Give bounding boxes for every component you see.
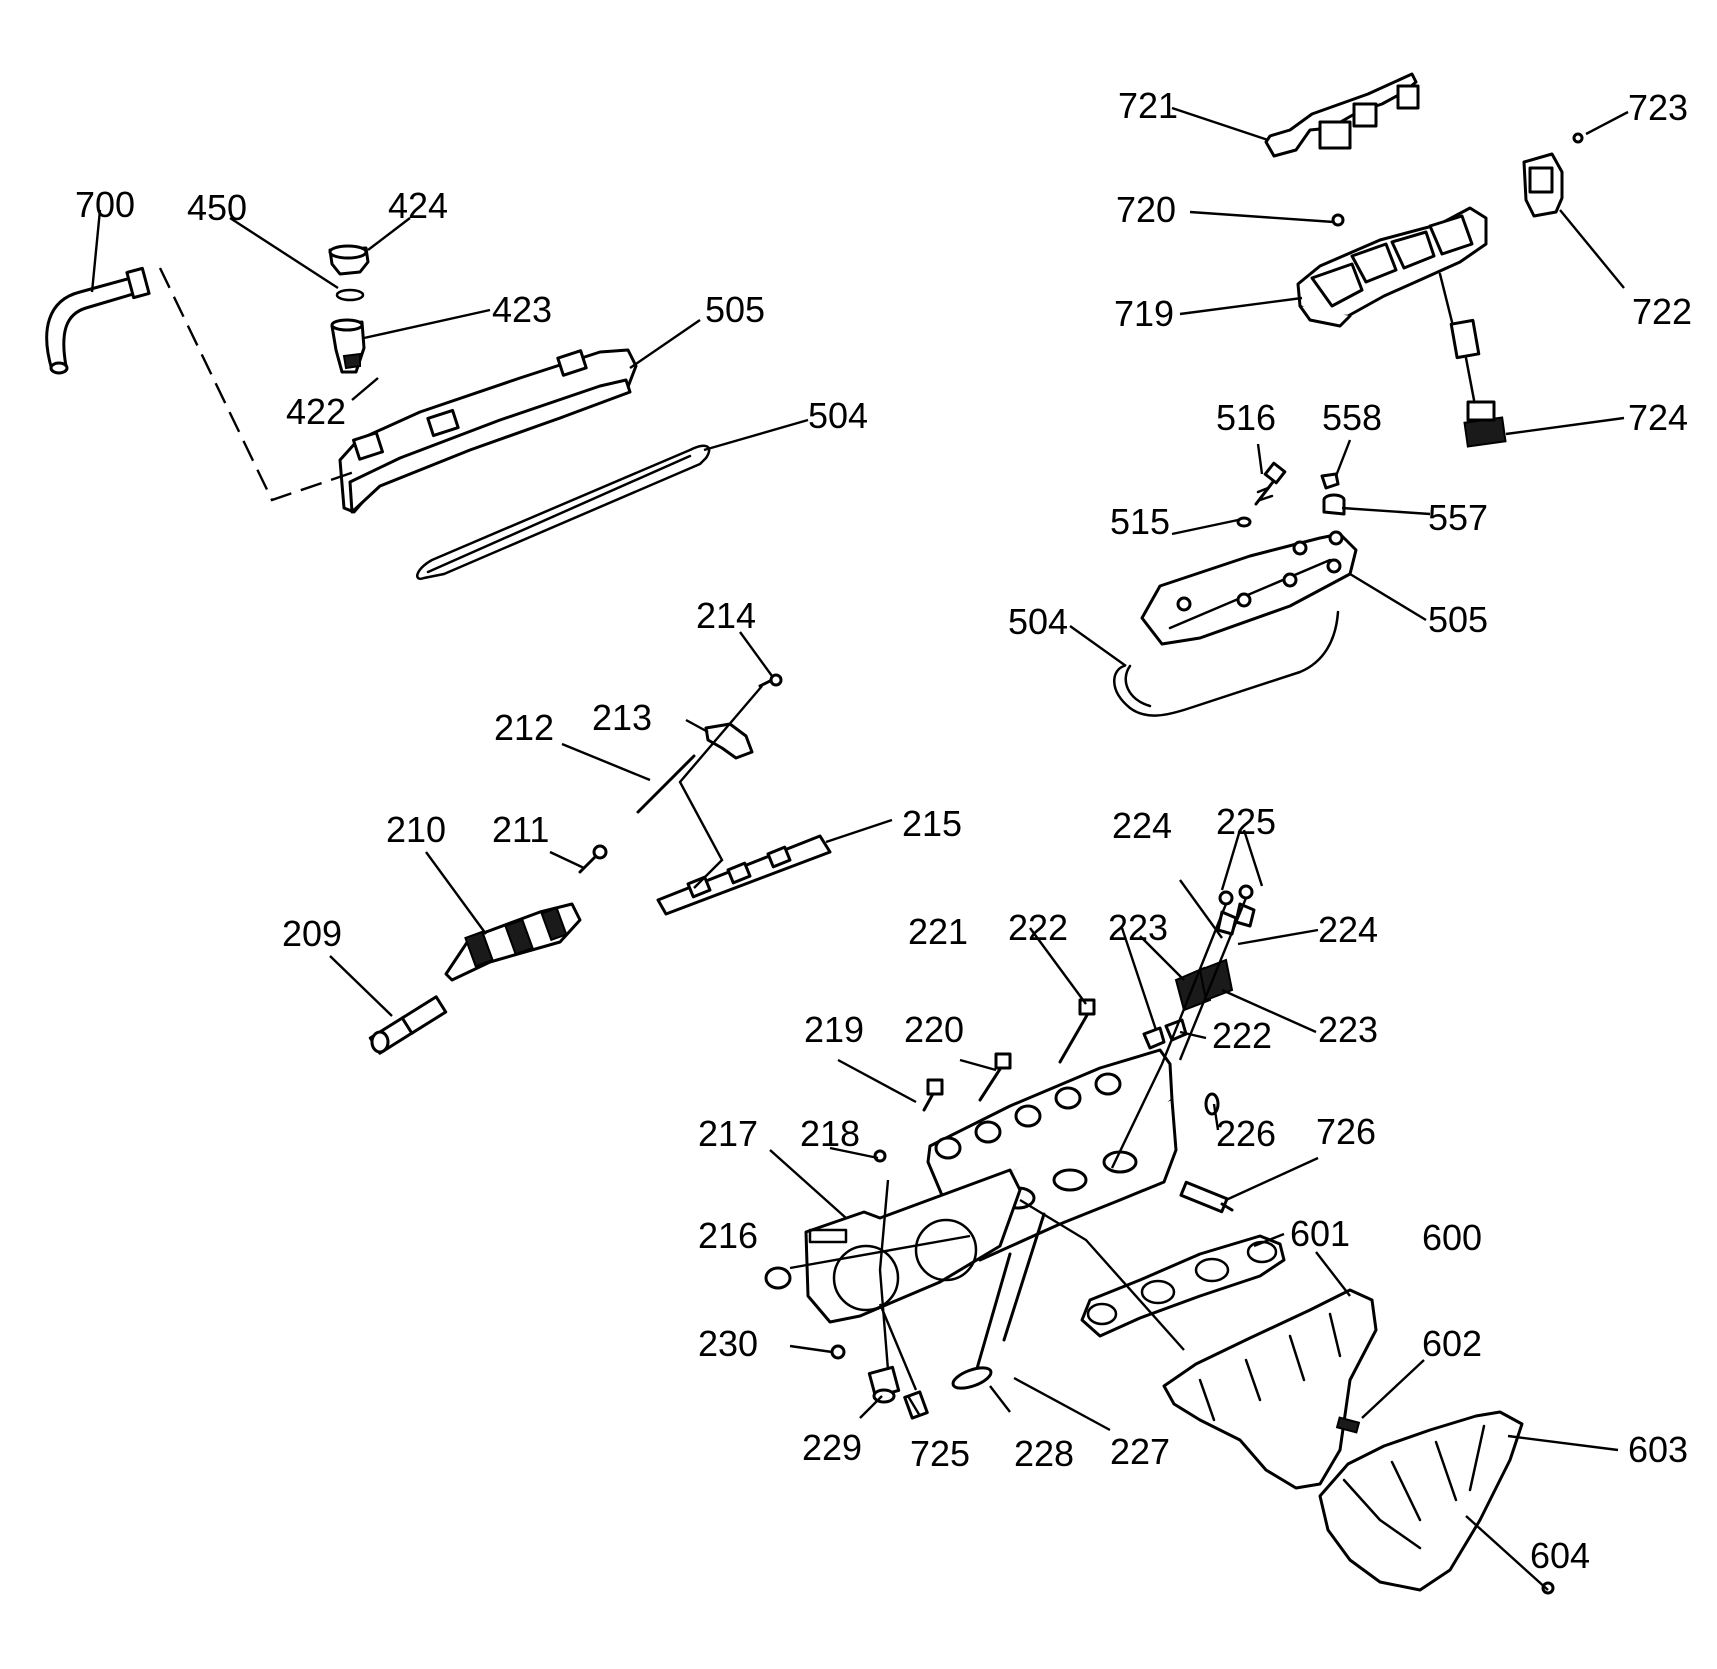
callout-210: 210: [386, 809, 446, 850]
callout-223-upper: 223: [1108, 907, 1168, 948]
callout-214: 214: [696, 595, 756, 636]
callout-labels: 700 450 424 423 422 505 504 721 723 720 …: [75, 85, 1692, 1576]
valve-cover-505-right: [1140, 530, 1358, 646]
valve-cover-gasket-504-right: [1113, 610, 1340, 717]
stud-602: [1335, 1416, 1361, 1434]
lifter-guide-210: [444, 902, 582, 982]
ignition-coil-722: [1522, 152, 1564, 218]
callout-229: 229: [802, 1427, 862, 1468]
callout-227: 227: [1110, 1431, 1170, 1472]
callout-604: 604: [1530, 1535, 1590, 1576]
callout-504-right: 504: [1008, 601, 1068, 642]
sensor-229: [867, 1365, 901, 1404]
callout-723: 723: [1628, 87, 1688, 128]
exhaust-gasket-601: [1080, 1234, 1286, 1338]
callout-213: 213: [592, 697, 652, 738]
callout-558: 558: [1322, 397, 1382, 438]
callout-424: 424: [388, 185, 448, 226]
rocker-arm-213: [704, 722, 754, 760]
callout-216: 216: [698, 1215, 758, 1256]
gasket-inner-line-left: [426, 454, 692, 574]
callout-211: 211: [492, 809, 549, 850]
ignition-harness-721: [1264, 72, 1420, 158]
cap-558: [1320, 472, 1340, 490]
callout-226: 226: [1216, 1113, 1276, 1154]
dowel-218: [873, 1149, 887, 1163]
bolt-723: [1572, 132, 1584, 144]
valve-cover-gasket-504-left: [416, 444, 711, 581]
callout-217: 217: [698, 1113, 758, 1154]
bolt-220-head: [994, 1052, 1012, 1070]
sensor-725: [903, 1390, 929, 1420]
valve-228: [951, 1252, 1012, 1390]
sensor-726: [1179, 1180, 1234, 1214]
callout-450: 450: [187, 187, 247, 228]
callout-223-lower: 223: [1318, 1009, 1378, 1050]
pushrod-212: [636, 754, 696, 814]
grommet-557: [1322, 493, 1346, 516]
callout-557: 557: [1428, 497, 1488, 538]
callout-516: 516: [1216, 397, 1276, 438]
callout-700: 700: [75, 184, 135, 225]
oil-fill-tube-423: [330, 318, 366, 374]
callout-602: 602: [1422, 1323, 1482, 1364]
callout-218: 218: [800, 1113, 860, 1154]
bolt-221-head: [1078, 998, 1096, 1016]
callout-515: 515: [1110, 501, 1170, 542]
callout-423: 423: [492, 289, 552, 330]
callout-224-lower: 224: [1318, 909, 1378, 950]
callout-725: 725: [910, 1433, 970, 1474]
plug-230: [830, 1344, 846, 1360]
leader-lines: [90, 106, 1629, 1591]
plug-216: [764, 1266, 792, 1290]
callout-720: 720: [1116, 189, 1176, 230]
callout-215: 215: [902, 803, 962, 844]
callout-209: 209: [282, 913, 342, 954]
bolt-214: [758, 673, 783, 688]
bolt-516: [1254, 461, 1287, 506]
bolt-604: [1541, 1581, 1555, 1595]
callout-230: 230: [698, 1323, 758, 1364]
callout-504-left: 504: [808, 395, 868, 436]
callout-724: 724: [1628, 397, 1688, 438]
rocker-support-215: [656, 834, 832, 916]
bolt-219-head: [926, 1078, 944, 1096]
oil-fill-cap-424: [328, 244, 370, 276]
o-ring-450: [335, 288, 365, 302]
callout-224-upper: 224: [1112, 805, 1172, 846]
callout-726: 726: [1316, 1111, 1376, 1152]
bolt-221: [1058, 1008, 1092, 1064]
pcv-hose-700: [45, 266, 151, 375]
callout-221: 221: [908, 911, 968, 952]
callout-220: 220: [904, 1009, 964, 1050]
callout-222-upper: 222: [1008, 907, 1068, 948]
callout-228: 228: [1014, 1433, 1074, 1474]
callout-601: 601: [1290, 1213, 1350, 1254]
callout-225: 225: [1216, 801, 1276, 842]
grommet-515: [1236, 516, 1252, 528]
exhaust-shield-603: [1318, 1410, 1524, 1592]
sensor-724: [1438, 272, 1507, 448]
valve-227: [1002, 1212, 1046, 1342]
callout-222-lower: 222: [1212, 1015, 1272, 1056]
bolt-720: [1331, 213, 1345, 227]
callout-505-left: 505: [705, 289, 765, 330]
bolt-220: [978, 1064, 1004, 1102]
callout-212: 212: [494, 707, 554, 748]
valve-lifter-209: [368, 995, 448, 1055]
callout-721: 721: [1118, 85, 1178, 126]
callout-719: 719: [1114, 293, 1174, 334]
ignition-coil-assembly-719: [1296, 206, 1488, 328]
exhaust-manifold-600: [1162, 1288, 1378, 1490]
callout-422: 422: [286, 391, 346, 432]
callout-219: 219: [804, 1009, 864, 1050]
callout-722: 722: [1632, 291, 1692, 332]
callout-600: 600: [1422, 1217, 1482, 1258]
callout-505-right: 505: [1428, 599, 1488, 640]
callout-603: 603: [1628, 1429, 1688, 1470]
valve-cover-505-left: [338, 348, 638, 514]
